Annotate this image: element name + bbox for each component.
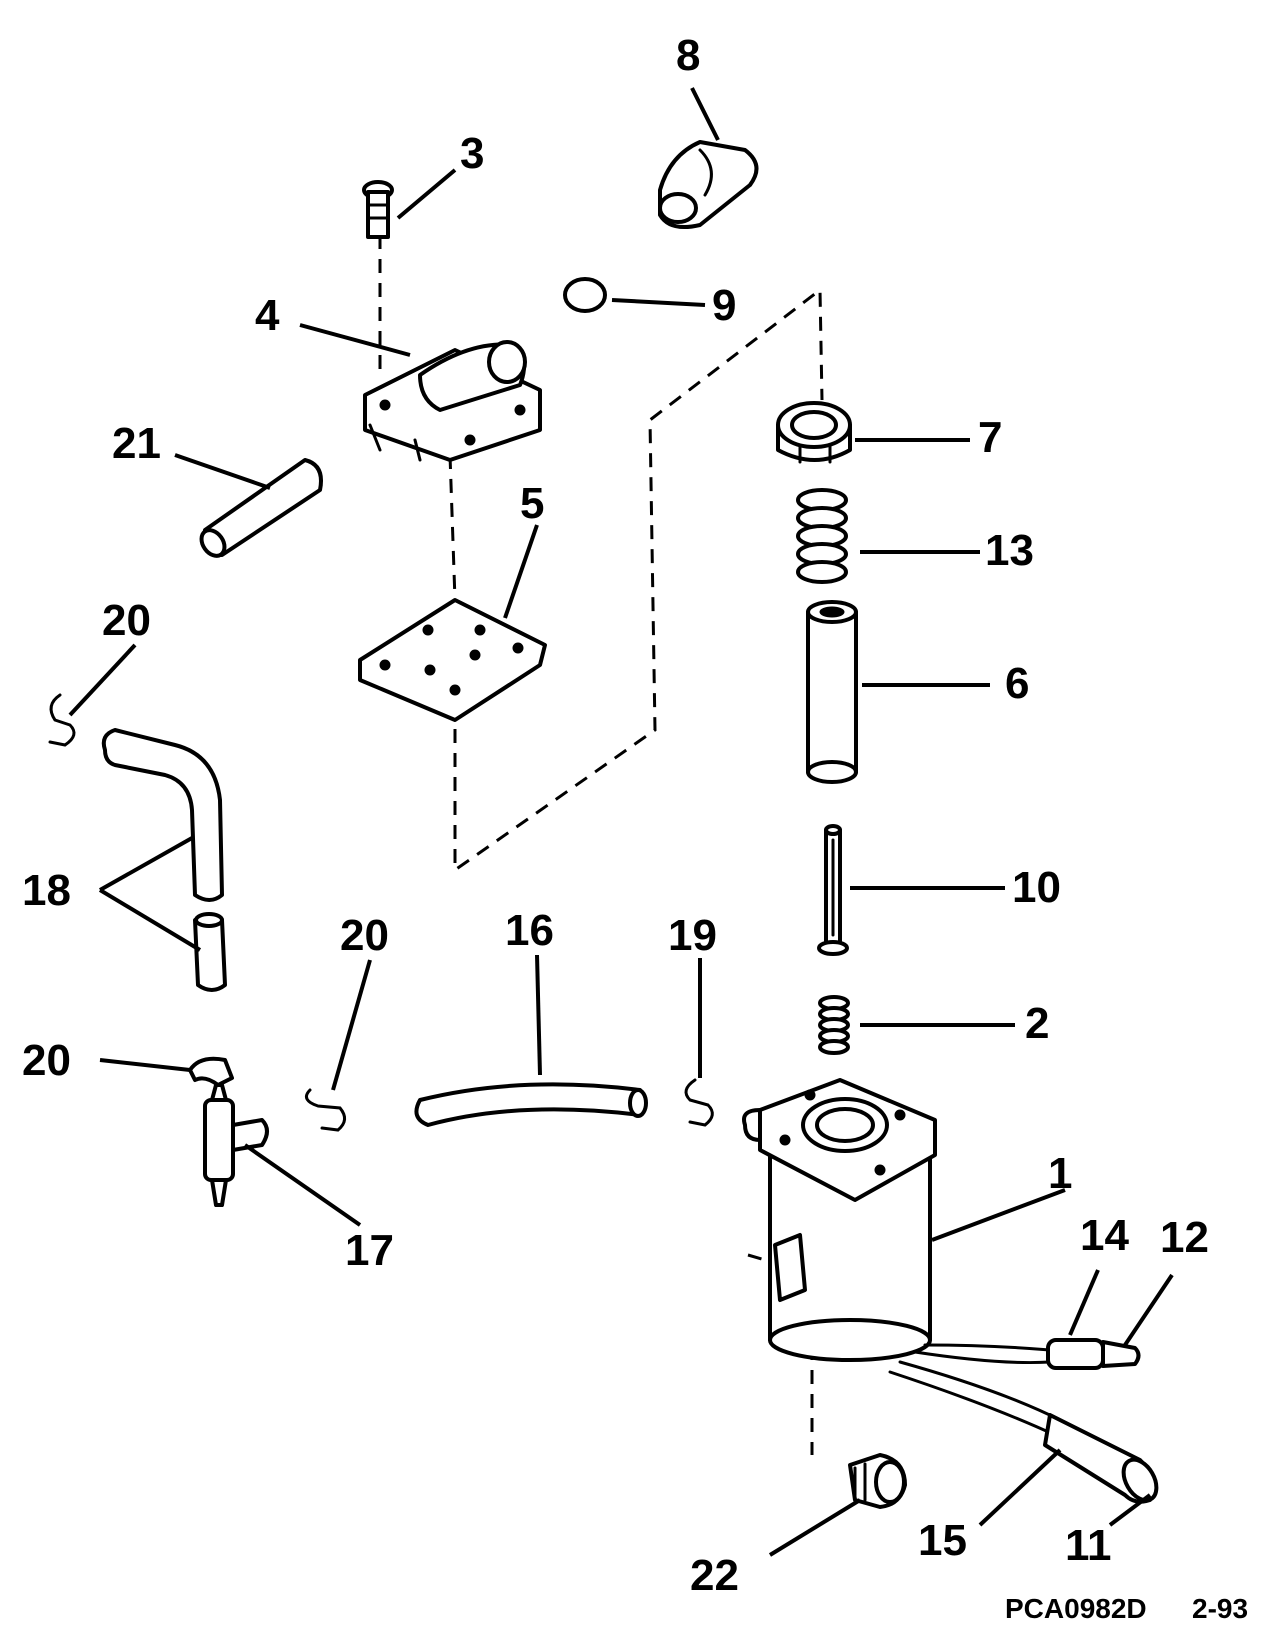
drawing-date: 2-93: [1192, 1593, 1248, 1624]
callout-4: 4: [255, 291, 280, 340]
callout-13: 13: [985, 526, 1034, 575]
callout-17: 17: [345, 1226, 394, 1275]
callout-15: 15: [918, 1516, 967, 1565]
callout-12: 12: [1160, 1213, 1209, 1262]
part-20-clip-upper: [48, 693, 76, 747]
part-18-hoses: [101, 728, 227, 992]
part-6-sleeve: [806, 600, 858, 784]
part-2-small-spring: [818, 995, 850, 1055]
callout-20-upper: 20: [102, 596, 151, 645]
part-21-tube: [199, 458, 323, 558]
callout-10: 10: [1012, 863, 1061, 912]
callout-19: 19: [668, 911, 717, 960]
callout-7: 7: [978, 413, 1002, 462]
part-5-diaphragm: [358, 598, 547, 722]
callout-5: 5: [520, 479, 544, 528]
callout-6: 6: [1005, 659, 1029, 708]
part-15-11-terminal: [1043, 1413, 1159, 1504]
part-16-fuel-line: [414, 1082, 648, 1127]
callout-1: 1: [1048, 1149, 1072, 1198]
callout-labels: 8 3 9 4 21 7 5 13 20 6 18 10 16 20 19 2 …: [22, 31, 1209, 1600]
callout-14: 14: [1080, 1211, 1129, 1260]
callout-16: 16: [505, 906, 554, 955]
part-8-fitting: [658, 140, 759, 229]
part-17-tee-fitting: [203, 1083, 269, 1207]
drawing-code: PCA0982D: [1005, 1593, 1147, 1624]
callout-11: 11: [1065, 1521, 1112, 1570]
part-10-pin: [817, 824, 849, 956]
part-4-pump-cover: [363, 340, 542, 462]
callout-2: 2: [1025, 999, 1049, 1048]
part-7-cap: [776, 401, 852, 464]
part-14-12-connector: [1046, 1338, 1141, 1370]
part-1-pump-body: [742, 1078, 1062, 1437]
callout-20-middle: 20: [340, 911, 389, 960]
part-3-screw: [362, 180, 394, 239]
callout-8: 8: [676, 31, 700, 80]
callout-9: 9: [712, 281, 736, 330]
part-19-clip: [684, 1078, 714, 1127]
callout-22: 22: [690, 1551, 739, 1600]
part-20-clip-middle: [304, 1088, 346, 1132]
callout-18: 18: [22, 866, 71, 915]
part-9-o-ring: [563, 277, 607, 313]
part-22-screw: [848, 1453, 907, 1509]
callout-20-lower: 20: [22, 1036, 71, 1085]
part-13-spring: [796, 488, 848, 584]
part-20-clip-lower: [188, 1056, 234, 1087]
leader-lines: [68, 87, 1174, 1557]
callout-3: 3: [460, 129, 484, 178]
callout-21: 21: [112, 419, 161, 468]
